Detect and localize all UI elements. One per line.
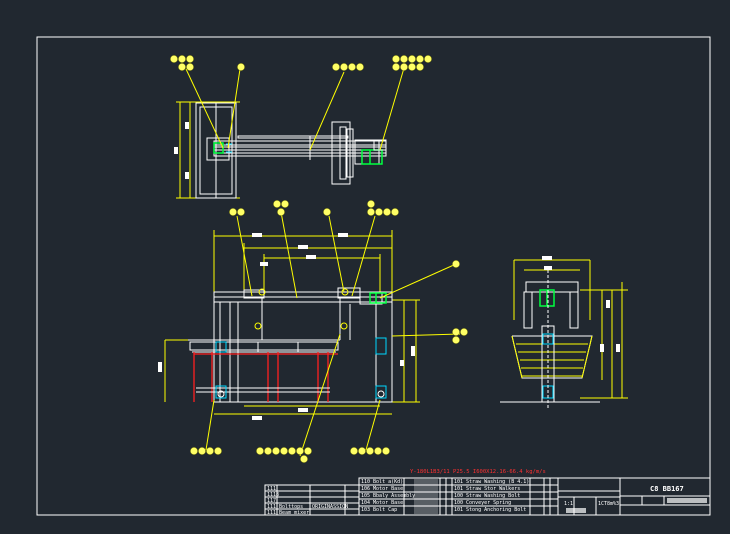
tb-left-row-3: 117 — [267, 498, 276, 504]
balloon-callouts — [170, 55, 468, 463]
tb-right-row-4: 100 Conveyer Spring — [454, 500, 511, 506]
tb-right-row-5: 101 Stong Anchoring Bolt — [454, 507, 526, 513]
scale-label: 1:1 — [564, 501, 573, 507]
tb-right-row-2: 101 Straw Stor Walkers — [454, 486, 520, 492]
title-block: 111 1118 117 111 Bolttops 111 Beam mixer… — [264, 477, 711, 516]
tb-mid-row-2: 106 Motor Base — [361, 486, 403, 492]
sheet-label: 1CT8m%3 — [598, 501, 619, 507]
tb-mid-row-5: 103 Bolt Cap — [361, 507, 397, 513]
tb-mid-row-1: 110 Bolt a(Kd) — [361, 479, 403, 485]
drawing-code: C8 BB167 — [650, 485, 684, 493]
tb-left-row-1: 111 — [267, 486, 276, 492]
tb-left-row-4: 111 Bolttops — [267, 504, 303, 510]
tb-right-row-3: 100 Straw Washing Bolt — [454, 493, 520, 499]
balloon-callout-icon — [170, 55, 178, 63]
side-view — [500, 256, 628, 410]
tb-mid-row-4: 104 Motor Base — [361, 500, 403, 506]
front-view — [158, 211, 461, 457]
top-view — [174, 67, 405, 199]
tb-right-row-1: 101 Straw Washing (B 4.1) — [454, 479, 529, 485]
drawing-border — [36, 36, 711, 516]
tb-left-mid-5: ORIGINASSION — [312, 504, 348, 510]
tb-mid-row-3: 105 Bbaly Assembly — [361, 493, 415, 499]
tb-left-row-2: 1118 — [267, 492, 279, 498]
spec-note: Y-180L1B3/11 P25.5 I600X12.16-66.4 kg/m/… — [410, 469, 546, 475]
tb-left-row-5: 111 Beam mixer — [267, 510, 309, 516]
